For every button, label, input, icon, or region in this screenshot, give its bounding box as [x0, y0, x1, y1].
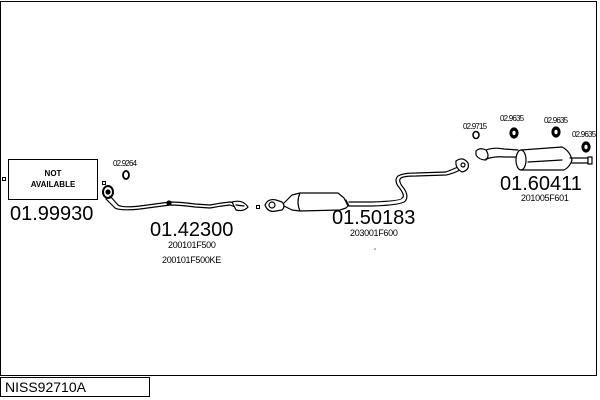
accessory-code[interactable]: 02.9715 [463, 122, 487, 131]
connection-marker [102, 181, 106, 185]
not-available-line-2: AVAILABLE [30, 180, 76, 189]
not-available-line-1: NOT [44, 169, 62, 178]
diagram-frame [0, 1, 597, 376]
accessory-code[interactable]: 02.9264 [113, 159, 137, 168]
accessory-code[interactable]: 02.9635 [572, 130, 596, 139]
rubber-hanger-icon[interactable] [509, 127, 519, 139]
part-number-01-50183[interactable]: 01.50183 [332, 207, 416, 229]
rear-silencer-drawing[interactable] [475, 146, 593, 171]
rubber-hanger-icon[interactable] [551, 126, 561, 138]
reference-number: 203001F600 [350, 228, 398, 238]
part-number-01-60411[interactable]: 01.60411 [500, 173, 582, 195]
catalytic-converter-drawing[interactable] [264, 158, 469, 212]
rubber-hanger-icon[interactable] [581, 141, 591, 153]
reference-number: 200101F500 [168, 240, 216, 250]
accessory-code[interactable]: 02.9635 [500, 114, 524, 123]
gasket-ring-icon[interactable] [472, 130, 480, 140]
diagram-title: NISS92710A [0, 377, 150, 397]
reference-number: 200101F500KE [162, 255, 221, 265]
connection-marker [2, 177, 6, 181]
reference-number: 201005F601 [521, 193, 569, 203]
connection-marker [256, 205, 260, 209]
part-number-01-42300[interactable]: 01.42300 [150, 219, 234, 241]
front-pipe-drawing[interactable] [102, 185, 249, 212]
speck [374, 248, 376, 250]
accessory-code[interactable]: 02.9635 [544, 116, 568, 125]
part-number-01-99930[interactable]: 01.99930 [10, 203, 94, 225]
not-available-box[interactable]: NOT AVAILABLE [8, 159, 98, 200]
gasket-ring-icon[interactable] [122, 170, 130, 180]
